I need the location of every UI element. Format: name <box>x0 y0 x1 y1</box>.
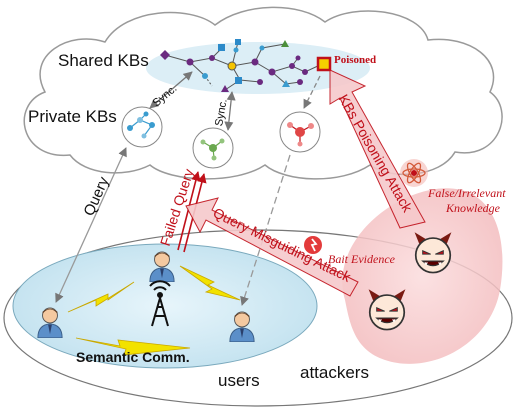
users-label: users <box>218 371 260 390</box>
private-kb-icon <box>192 127 234 169</box>
sync-mid-label: Sync. <box>213 98 230 127</box>
false-irrelevant-line1: False/Irrelevant <box>427 186 506 200</box>
private-kbs-label: Private KBs <box>28 107 117 126</box>
lightning-icon <box>67 265 241 356</box>
bait-evidence-label: Bait Evidence <box>328 252 396 266</box>
shared-kbs-label: Shared KBs <box>58 51 149 70</box>
network-area <box>3 229 513 407</box>
poisoned-label: Poisoned <box>334 54 376 66</box>
shared-kb-background <box>146 42 370 94</box>
atom-icon <box>400 159 428 187</box>
devil-icon <box>367 288 407 331</box>
private-kb-icon <box>121 106 163 148</box>
semantic-comm-label: Semantic Comm. <box>76 349 190 365</box>
false-irrelevant-line2: Knowledge <box>445 201 501 215</box>
poisoned-node <box>316 56 332 72</box>
query-misguiding-attack-arrow <box>185 197 359 297</box>
devil-icon <box>413 231 453 274</box>
attackers-label: attackers <box>300 363 369 382</box>
bait-icon <box>304 236 322 254</box>
cell-tower-icon <box>149 280 171 327</box>
kbs-poisoning-attack-arrow <box>329 69 426 229</box>
query-label: Query <box>80 174 112 219</box>
private-kb-icon <box>279 111 321 153</box>
